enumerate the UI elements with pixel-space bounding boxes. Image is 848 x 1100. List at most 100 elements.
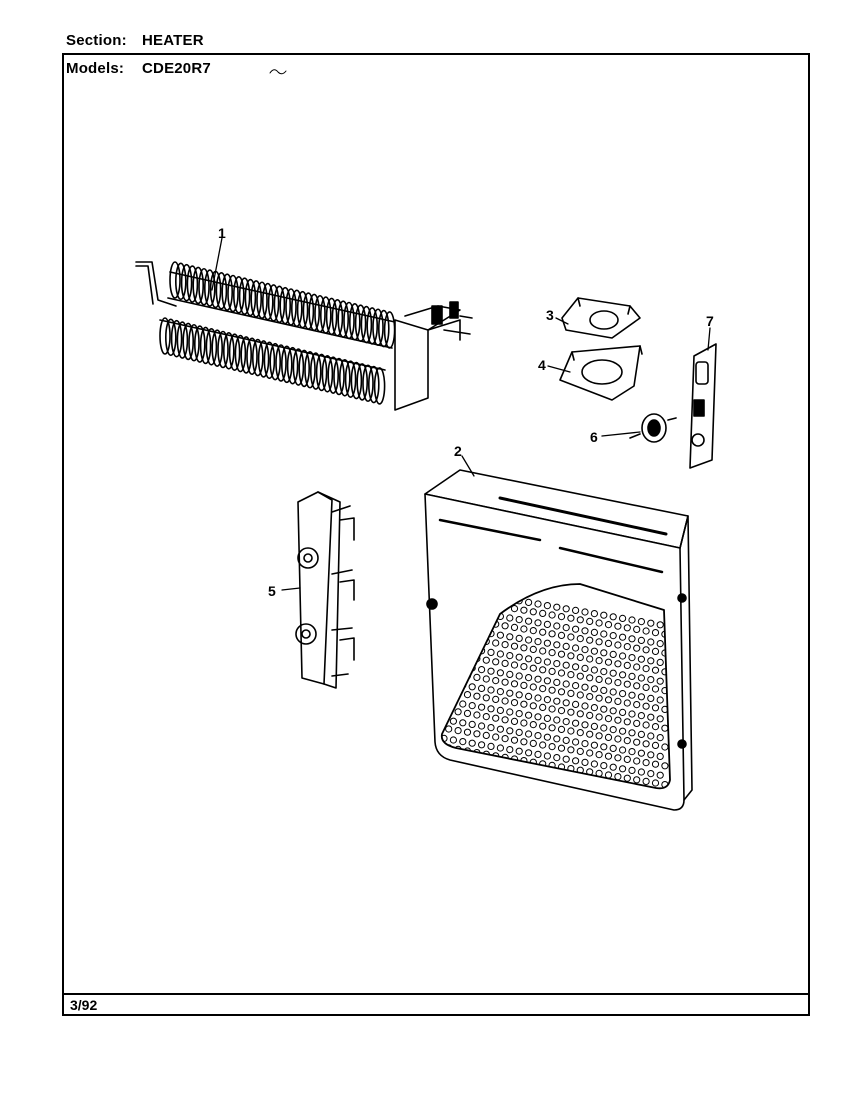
grille-hole	[637, 674, 646, 682]
coil-loop	[315, 353, 328, 392]
grille-hole	[590, 647, 599, 655]
grille-hole	[567, 652, 575, 660]
grille-hole	[501, 678, 509, 686]
grille-hole	[633, 682, 641, 690]
grille-hole	[562, 661, 570, 669]
grille-hole	[473, 711, 481, 719]
grille-hole	[539, 722, 547, 730]
grille-hole	[515, 747, 523, 755]
coil-loop	[199, 326, 212, 365]
grille-hole	[510, 699, 519, 707]
grille-hole	[633, 738, 641, 746]
grille-hole	[576, 691, 584, 699]
callout-2: 2	[454, 443, 462, 459]
callout-5: 5	[268, 583, 276, 599]
grille-hole	[581, 721, 589, 729]
coil-loop	[367, 365, 380, 404]
grille-hole	[604, 696, 613, 704]
grille-hole	[510, 642, 519, 650]
grille-hole	[534, 694, 542, 702]
grille-hole	[586, 655, 594, 663]
coil-loop	[250, 280, 263, 318]
grille-hole	[656, 715, 664, 723]
coil-bottom-row	[159, 317, 386, 405]
grille-hole	[581, 664, 589, 673]
grille-hole	[595, 732, 603, 740]
grille-hole	[449, 774, 457, 782]
grille-hole	[520, 625, 528, 633]
grille-hole	[609, 707, 617, 715]
grille-hole	[595, 751, 603, 759]
grille-hole	[520, 681, 528, 690]
grille-hole	[642, 683, 650, 692]
grille-hole	[463, 785, 472, 789]
coil-loop	[327, 356, 340, 394]
grille-hole	[572, 719, 580, 727]
grille-hole	[492, 695, 500, 704]
grille-hole	[587, 806, 593, 812]
grille-hole	[487, 667, 495, 675]
grille-hole	[543, 658, 552, 666]
grille-hole	[577, 805, 583, 811]
grille-hole	[529, 608, 537, 616]
grille-hole	[637, 693, 646, 701]
grille-hole	[567, 614, 575, 622]
grille-hole	[540, 798, 546, 804]
coil-loop	[188, 323, 200, 362]
models-value: CDE20R7	[142, 60, 211, 77]
grille-hole	[623, 661, 631, 670]
grille-hole	[534, 619, 542, 627]
grille-hole	[445, 763, 453, 771]
grille-hole	[604, 733, 613, 742]
grille-hole	[510, 736, 519, 744]
grille-hole	[609, 613, 617, 621]
leader-5	[281, 587, 301, 591]
grille-hole	[515, 616, 523, 624]
grille-hole	[520, 719, 528, 727]
grille-hole	[615, 811, 621, 817]
grille-hole	[534, 675, 542, 683]
grille-hole	[651, 704, 660, 712]
grille-hole	[506, 652, 514, 660]
models-label: Models:	[66, 60, 125, 77]
leader-1	[211, 237, 223, 291]
grille-hole	[454, 783, 462, 789]
grille-hole	[590, 722, 599, 731]
coil-loop	[215, 271, 228, 310]
coil-loop	[233, 276, 245, 314]
grille-hole	[529, 627, 537, 635]
grille-hole	[520, 663, 528, 671]
coil-loop	[314, 294, 326, 333]
grille-hole	[576, 747, 584, 756]
grille-hole	[562, 605, 570, 613]
grille-hole	[614, 735, 622, 743]
grille-hole	[548, 724, 556, 732]
coil-loop	[354, 304, 367, 343]
grille-hole	[656, 771, 664, 779]
grille-hole	[557, 631, 566, 640]
grille-hole	[600, 743, 608, 751]
grille-hole	[543, 752, 552, 760]
grille-hole	[586, 730, 594, 738]
coil-loop	[175, 262, 187, 301]
grille-hole	[572, 738, 580, 746]
coil-loop	[244, 278, 257, 317]
grille-hole	[445, 725, 453, 733]
grille-hole	[478, 722, 486, 730]
grille-hole	[487, 780, 495, 788]
coil-loop	[290, 289, 303, 328]
grille-hole	[620, 803, 626, 809]
grille-hole	[459, 775, 467, 783]
coil-loop	[257, 340, 270, 378]
grille-hole	[600, 762, 608, 770]
grille-hole	[454, 727, 462, 735]
grille-hole	[482, 656, 490, 664]
grille-hole	[628, 766, 636, 775]
grille-hole	[482, 769, 490, 777]
grille-hole	[647, 676, 655, 684]
grille-hole	[529, 645, 537, 654]
grille-hole	[543, 639, 552, 647]
grille-hole	[576, 616, 584, 624]
grille-hole	[647, 770, 655, 778]
grille-hole	[614, 641, 622, 649]
